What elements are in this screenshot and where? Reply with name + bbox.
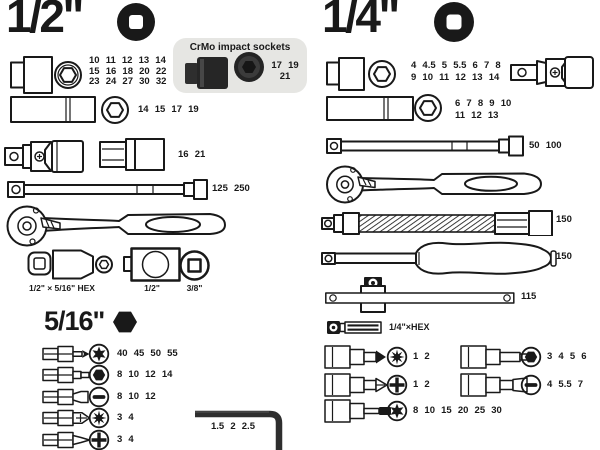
bits-title: 5/16" [44, 306, 105, 336]
flex-extension-icon [321, 210, 553, 236]
phillips-bit-socket-icon [324, 373, 388, 397]
bit-adapter-label: 1/4"×HEX [389, 322, 430, 332]
bits-torx-values: 40 45 50 55 [117, 348, 178, 359]
slotted-icon [88, 386, 110, 408]
spinner-handle-icon [321, 241, 557, 275]
impact-socket-front-icon [234, 52, 264, 82]
quarter-pozidriv-values: 1 2 [413, 351, 430, 362]
deep-socket-front-icon [414, 94, 442, 122]
hex-key-icon [195, 410, 283, 450]
phillips-icon [386, 374, 408, 396]
quarter-deep-values: 6 7 8 9 10 11 12 13 [455, 98, 512, 121]
hex-key-values: 1.5 2 2.5 [211, 421, 255, 432]
bits-pozidriv-values: 3 4 [117, 412, 134, 423]
three-eighths-adapter-icon [179, 250, 210, 281]
adapter-label-half: 1/2" [144, 283, 160, 293]
spinner-handle-value: 150 [556, 251, 572, 262]
half-inch-adapter-icon [123, 247, 181, 282]
slotted-bit-socket-icon [460, 373, 528, 397]
half-spark-adapter-values: 16 21 [178, 149, 206, 160]
pozidriv-icon [88, 407, 110, 429]
socket-side-icon [10, 56, 53, 94]
torx-icon [88, 343, 110, 365]
hex-icon [88, 364, 110, 386]
hex-badge-icon [113, 311, 137, 333]
quarter-sockets-values: 4 4.5 5 5.5 6 7 8 9 10 11 12 13 14 [411, 60, 501, 83]
t-bar-icon [325, 277, 515, 313]
universal-joint-icon [4, 140, 84, 173]
phillips-bit-icon [42, 431, 90, 449]
spark-plug-socket-icon [99, 138, 165, 171]
crmo-values: 17 19 21 [271, 60, 299, 82]
half-inch-drive-icon [117, 3, 155, 41]
impact-socket-side-icon [185, 57, 228, 89]
slotted-icon [520, 374, 542, 396]
hex-bit-socket-icon [460, 345, 533, 369]
half-sockets-values: 10 11 12 13 14 15 16 18 20 22 23 24 27 3… [89, 55, 167, 88]
bits-phillips-values: 3 4 [117, 434, 134, 445]
torx-bit-socket-icon [324, 399, 391, 423]
bit-adapter-icon [327, 321, 382, 334]
adapter-label-hex: 1/2" × 5/16" HEX [29, 283, 95, 293]
hex-bit-icon [42, 366, 90, 384]
deep-socket-side-icon [10, 96, 96, 123]
quarter-torx-values: 8 10 15 20 25 30 [413, 405, 502, 416]
ratchet-icon [6, 205, 226, 247]
half-extension-values: 125 250 [212, 183, 250, 194]
slotted-bit-icon [42, 388, 89, 406]
quarter-extension-values: 50 100 [529, 140, 562, 151]
socket-front-icon [368, 60, 396, 88]
quarter-inch-drive-icon [434, 2, 474, 42]
ratchet-icon [326, 165, 542, 204]
pozidriv-bit-icon [42, 409, 90, 427]
deep-socket-front-icon [101, 96, 129, 124]
socket-front-icon [54, 61, 82, 89]
adapter-label-three-eighths: 3/8" [186, 283, 203, 293]
quarter-hex-values: 3 4 5 6 [547, 351, 587, 362]
pozidriv-bit-socket-icon [324, 345, 386, 369]
half-inch-title: 1/2" [6, 0, 84, 42]
extension-bar-icon [7, 179, 208, 200]
hex-icon [520, 346, 542, 368]
quarter-slotted-values: 4 5.5 7 [547, 379, 584, 390]
extension-bar-icon [326, 135, 524, 157]
universal-joint-icon [510, 56, 594, 89]
torx-icon [386, 400, 408, 422]
quarter-phillips-values: 1 2 [413, 379, 430, 390]
crmo-impact-sockets-box: CrMo impact sockets 17 19 21 [173, 38, 307, 93]
socket-side-icon [326, 57, 365, 91]
hex-bit-adapter-icon [27, 249, 113, 280]
deep-socket-side-icon [326, 96, 414, 121]
pozidriv-icon [386, 346, 408, 368]
bits-hex-values: 8 10 12 14 [117, 369, 173, 380]
t-bar-value: 115 [521, 291, 537, 302]
phillips-icon [88, 429, 110, 450]
bits-slotted-values: 8 10 12 [117, 391, 156, 402]
half-deep-values: 14 15 17 19 [138, 104, 199, 115]
quarter-inch-title: 1/4" [322, 0, 400, 42]
torx-bit-icon [42, 345, 90, 363]
flex-extension-value: 150 [556, 214, 572, 225]
crmo-box-title: CrMo impact sockets [189, 42, 291, 53]
